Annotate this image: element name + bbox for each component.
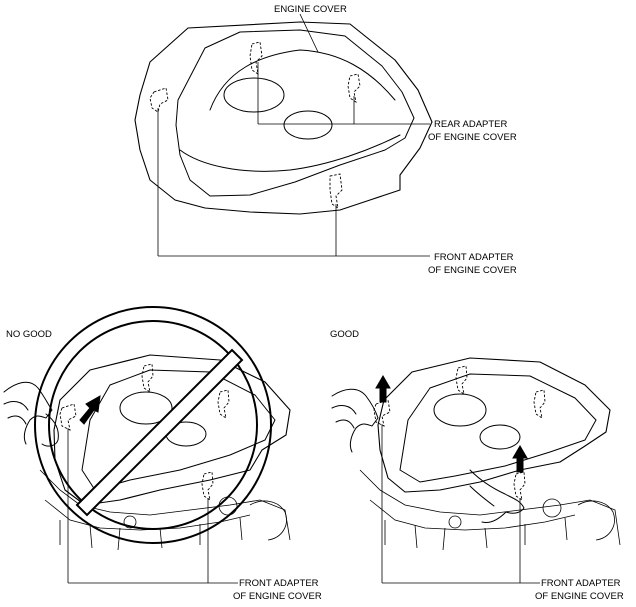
up-arrow-icon [375, 375, 391, 403]
front-adapter-left-label-line1: FRONT ADAPTER [239, 578, 319, 589]
front-adapter-top-label-line2: OF ENGINE COVER [428, 265, 517, 276]
engine-cover-label: ENGINE COVER [274, 4, 347, 15]
front-adapter-right-label-line2: OF ENGINE COVER [535, 591, 624, 602]
rear-adapter-label-line1: REAR ADAPTER [434, 119, 508, 130]
front-adapter-left-leaders [67, 428, 238, 584]
rear-adapter-label-line2: OF ENGINE COVER [428, 132, 517, 143]
up-arrow-icon [79, 395, 101, 425]
front-adapter-left-label-line2: OF ENGINE COVER [233, 591, 322, 602]
front-adapter-right-label-line1: FRONT ADAPTER [541, 578, 621, 589]
front-adapter-right-leaders [381, 424, 540, 584]
good-label: GOOD [330, 329, 359, 340]
up-arrow-icon [512, 445, 528, 473]
prohibition-icon [34, 306, 272, 544]
good-illustration [331, 357, 621, 551]
top-engine-cover-illustration [134, 13, 433, 257]
front-adapter-top-label-line1: FRONT ADAPTER [434, 252, 514, 263]
no-good-label: NO GOOD [6, 329, 52, 340]
